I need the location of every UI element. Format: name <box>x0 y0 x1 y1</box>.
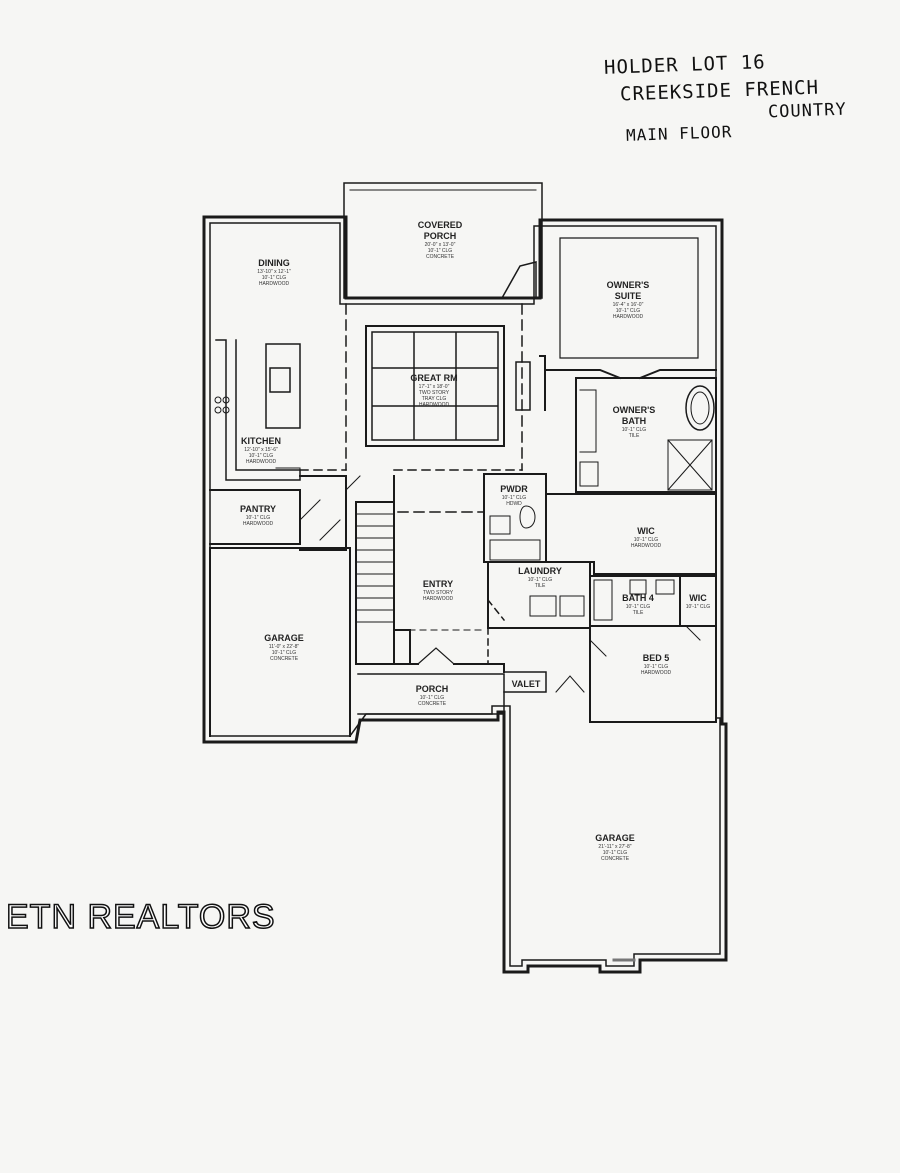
pantry-walls <box>209 475 347 551</box>
svg-text:COVERED: COVERED <box>418 220 463 230</box>
svg-text:HARDWOOD: HARDWOOD <box>423 596 454 602</box>
pwdr-label: PWDR 10'-1" CLG HDWD <box>500 484 528 507</box>
svg-text:GREAT RM: GREAT RM <box>410 373 457 383</box>
svg-text:TILE: TILE <box>633 610 644 616</box>
svg-text:10'-1" CLG: 10'-1" CLG <box>246 515 271 521</box>
valet-label: VALET <box>512 679 541 689</box>
bed-5 <box>589 625 717 723</box>
owners-bath <box>575 377 717 493</box>
exterior-wall <box>202 215 728 974</box>
bed-5-label: BED 5 10'-1" CLG HARDWOOD <box>641 653 672 676</box>
svg-text:TRAY CLG: TRAY CLG <box>422 396 447 402</box>
bath-4-label: BATH 4 10'-1" CLG TILE <box>622 593 654 616</box>
svg-text:PORCH: PORCH <box>416 684 449 694</box>
svg-text:SUITE: SUITE <box>615 291 642 301</box>
svg-text:OWNER'S: OWNER'S <box>607 280 650 290</box>
svg-text:10'-1" CLG: 10'-1" CLG <box>249 453 274 459</box>
svg-text:TWO STORY: TWO STORY <box>423 590 454 596</box>
svg-text:20'-0" x 13'-0": 20'-0" x 13'-0" <box>425 242 456 248</box>
svg-text:CONCRETE: CONCRETE <box>270 656 299 662</box>
svg-text:10'-1" CLG: 10'-1" CLG <box>420 695 445 701</box>
svg-text:BED 5: BED 5 <box>643 653 670 663</box>
svg-text:HARDWOOD: HARDWOOD <box>419 402 450 408</box>
svg-text:CONCRETE: CONCRETE <box>426 254 455 260</box>
svg-text:GARAGE: GARAGE <box>264 633 304 643</box>
svg-text:10'-1" CLG: 10'-1" CLG <box>686 604 711 610</box>
wic-small-label: WIC 10'-1" CLG <box>686 593 711 610</box>
svg-text:HARDWOOD: HARDWOOD <box>613 314 644 320</box>
svg-text:WIC: WIC <box>689 593 707 603</box>
svg-text:10'-1" CLG: 10'-1" CLG <box>616 308 641 314</box>
kitchen-label: KITCHEN 12'-10" x 15'-6" 10'-1" CLG HARD… <box>241 436 281 465</box>
wic-main <box>545 493 717 575</box>
svg-text:ENTRY: ENTRY <box>423 579 453 589</box>
svg-text:CONCRETE: CONCRETE <box>601 856 630 862</box>
garage-left-label: GARAGE 11'-0" x 22'-8" 10'-1" CLG CONCRE… <box>264 633 304 662</box>
svg-text:HARDWOOD: HARDWOOD <box>631 543 662 549</box>
covered-porch-label: COVERED PORCH 20'-0" x 13'-0" 10'-1" CLG… <box>418 220 463 260</box>
svg-text:21'-11" x 27'-8": 21'-11" x 27'-8" <box>598 844 631 850</box>
watermark: ETN REALTORS <box>5 897 276 937</box>
svg-text:10'-1" CLG: 10'-1" CLG <box>622 427 647 433</box>
svg-text:CONCRETE: CONCRETE <box>418 701 447 707</box>
svg-text:10'-1" CLG: 10'-1" CLG <box>634 537 659 543</box>
svg-text:BATH: BATH <box>622 416 646 426</box>
svg-text:10'-1" CLG: 10'-1" CLG <box>272 650 297 656</box>
great-room-label: GREAT RM 17'-1" x 18'-0" TWO STORY TRAY … <box>410 373 457 408</box>
svg-text:17'-1" x 18'-0": 17'-1" x 18'-0" <box>419 384 450 390</box>
svg-text:10'-1" CLG: 10'-1" CLG <box>502 495 527 501</box>
svg-text:HDWD: HDWD <box>506 501 522 507</box>
svg-text:HARDWOOD: HARDWOOD <box>259 281 290 287</box>
garage-left <box>209 547 351 737</box>
wic-main-label: WIC 10'-1" CLG HARDWOOD <box>631 526 662 549</box>
svg-text:10'-1" CLG: 10'-1" CLG <box>603 850 628 856</box>
svg-text:16'-4" x 16'-0": 16'-4" x 16'-0" <box>613 302 644 308</box>
svg-text:HARDWOOD: HARDWOOD <box>243 521 274 527</box>
garage-right-label: GARAGE 21'-11" x 27'-8" 10'-1" CLG CONCR… <box>595 833 635 862</box>
svg-text:HARDWOOD: HARDWOOD <box>641 670 672 676</box>
svg-text:PWDR: PWDR <box>500 484 528 494</box>
great-room-tray <box>365 325 505 447</box>
svg-text:VALET: VALET <box>512 679 541 689</box>
svg-text:TILE: TILE <box>629 433 640 439</box>
svg-text:PANTRY: PANTRY <box>240 504 276 514</box>
porch-label: PORCH 10'-1" CLG CONCRETE <box>416 684 449 707</box>
valet-area <box>503 671 547 693</box>
owners-suite-label: OWNER'S SUITE 16'-4" x 16'-0" 10'-1" CLG… <box>607 280 650 320</box>
pantry-label: PANTRY 10'-1" CLG HARDWOOD <box>240 504 276 527</box>
dining-label: DINING 13'-10" x 12'-1" 10'-1" CLG HARDW… <box>257 258 291 287</box>
entry-label: ENTRY TWO STORY HARDWOOD <box>423 579 454 602</box>
svg-text:DINING: DINING <box>258 258 290 268</box>
covered-porch-outline <box>343 182 543 299</box>
svg-text:10'-1" CLG: 10'-1" CLG <box>528 577 553 583</box>
porch-outline <box>357 673 505 715</box>
entry-door <box>417 647 455 665</box>
svg-text:OWNER'S: OWNER'S <box>613 405 656 415</box>
bathtub <box>685 385 715 431</box>
svg-text:10'-1" CLG: 10'-1" CLG <box>428 248 453 254</box>
kitchen-island <box>265 343 301 429</box>
svg-text:11'-0" x 22'-8": 11'-0" x 22'-8" <box>269 644 300 650</box>
svg-text:12'-10" x 15'-6": 12'-10" x 15'-6" <box>244 447 278 453</box>
svg-text:13'-10" x 12'-1": 13'-10" x 12'-1" <box>257 269 291 275</box>
svg-text:GARAGE: GARAGE <box>595 833 635 843</box>
svg-text:HARDWOOD: HARDWOOD <box>246 459 277 465</box>
svg-text:TWO STORY: TWO STORY <box>419 390 450 396</box>
laundry-label: LAUNDRY 10'-1" CLG TILE <box>518 566 562 589</box>
owners-bath-label: OWNER'S BATH 10'-1" CLG TILE <box>613 405 656 439</box>
svg-text:BATH 4: BATH 4 <box>622 593 654 603</box>
svg-text:10'-1" CLG: 10'-1" CLG <box>644 664 669 670</box>
svg-text:KITCHEN: KITCHEN <box>241 436 281 446</box>
svg-text:TILE: TILE <box>535 583 546 589</box>
svg-text:WIC: WIC <box>637 526 655 536</box>
svg-text:PORCH: PORCH <box>424 231 457 241</box>
owners-suite-tray <box>559 237 699 359</box>
svg-text:10'-1" CLG: 10'-1" CLG <box>626 604 651 610</box>
svg-text:10'-1" CLG: 10'-1" CLG <box>262 275 287 281</box>
svg-text:LAUNDRY: LAUNDRY <box>518 566 562 576</box>
fireplace <box>500 261 537 300</box>
